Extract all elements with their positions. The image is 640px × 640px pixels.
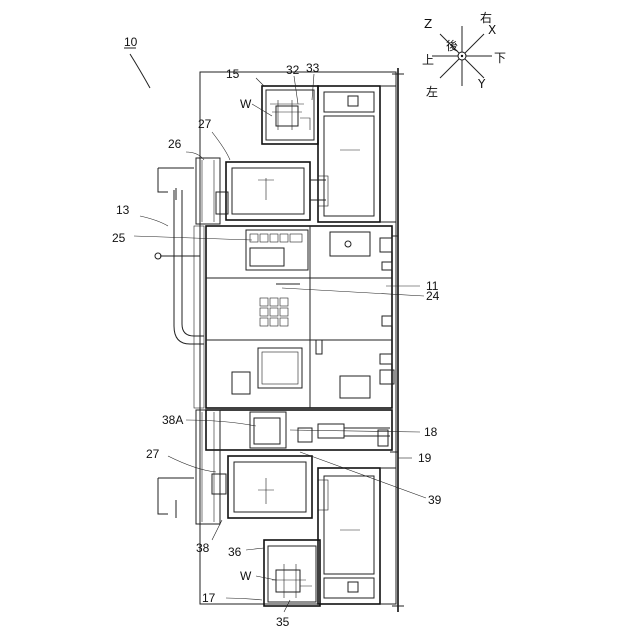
label-39: 39	[428, 493, 442, 507]
label-24: 24	[426, 289, 440, 303]
axis-down: 下	[494, 51, 506, 65]
label-w-bottom: W	[240, 569, 252, 583]
lower-rail	[158, 410, 220, 524]
label-33: 33	[306, 61, 320, 75]
module-15	[262, 86, 396, 222]
pipe-13	[155, 190, 204, 408]
label-15: 15	[226, 67, 240, 81]
axis-back: 後	[446, 39, 458, 53]
keypad	[260, 298, 288, 326]
label-17: 17	[202, 591, 216, 605]
label-19: 19	[418, 451, 432, 465]
lower-enclosure	[318, 468, 396, 604]
label-13: 13	[116, 203, 130, 217]
label-27-bottom: 27	[146, 447, 160, 461]
control-panel-25	[246, 230, 308, 270]
upper-rail	[158, 158, 220, 224]
module-17	[264, 540, 320, 606]
label-32: 32	[286, 63, 300, 77]
leaders	[134, 74, 426, 612]
label-10: 10	[124, 35, 138, 49]
label-18: 18	[424, 425, 438, 439]
label-36: 36	[228, 545, 242, 559]
label-27-top: 27	[198, 117, 212, 131]
machine-body	[206, 226, 398, 408]
axis-x: X	[488, 23, 496, 37]
axis-left: 左	[426, 84, 438, 99]
label-38a: 38A	[162, 413, 183, 427]
axis-y: Y	[477, 77, 486, 91]
label-35: 35	[276, 615, 290, 629]
screen	[258, 348, 302, 388]
label-25: 25	[112, 231, 126, 245]
lower-chamber	[212, 456, 328, 518]
label-26: 26	[168, 137, 182, 151]
upper-chamber	[216, 162, 328, 220]
label-w-top: W	[240, 97, 252, 111]
axis-z: Z	[424, 17, 432, 31]
direction-indicator: Z 上 右 X 後 下 左 Y	[422, 10, 506, 99]
label-38: 38	[196, 541, 210, 555]
axis-up: 上	[422, 53, 434, 67]
